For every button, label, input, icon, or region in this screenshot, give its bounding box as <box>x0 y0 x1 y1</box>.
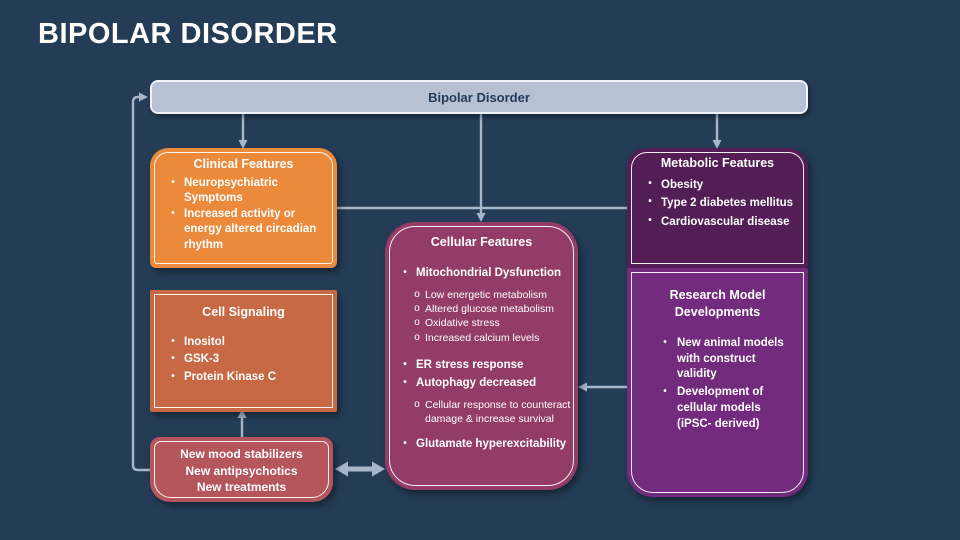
bullet-marker <box>162 207 184 220</box>
sub-bullet-text: Cellular response to counteract damage &… <box>425 398 571 426</box>
metabolic-features-box: Metabolic Features Obesity Type 2 diabet… <box>627 148 808 268</box>
connector-treatments-to-root <box>131 92 150 472</box>
bullet-text: Increased activity or energy altered cir… <box>184 207 317 251</box>
sub-bullet-text: Altered glucose metabolism <box>425 303 554 316</box>
bullet-marker <box>653 385 677 399</box>
connector-root-to-cellular <box>476 114 486 222</box>
connector-research-to-cellular <box>578 382 627 392</box>
connector-root-to-clinical <box>238 114 248 149</box>
clinical-features-box: Clinical Features Neuropsychiatric Sympt… <box>150 148 337 268</box>
sub-bullet-list: Low energetic metabolism Altered glucose… <box>409 288 572 345</box>
sub-bullet-marker <box>409 302 425 316</box>
bullet-marker <box>394 358 416 371</box>
sub-bullet-item: Increased calcium levels <box>409 331 572 345</box>
sub-bullet-text: Increased calcium levels <box>425 331 540 344</box>
cellular-features-box: Cellular Features Mitochondrial Dysfunct… <box>385 222 578 490</box>
bullet-text: Neuropsychiatric Symptoms <box>184 177 278 205</box>
bullet-marker <box>639 176 661 192</box>
connector-treatments-cellular-bidirectional <box>335 461 385 477</box>
bullet-item: ER stress response <box>385 358 578 373</box>
slide-title: BIPOLAR DISORDER <box>38 18 338 50</box>
bullet-text: Protein Kinase C <box>184 370 277 383</box>
sub-bullet-text: Oxidative stress <box>425 317 500 330</box>
bullet-item: GSK-3 <box>162 351 329 368</box>
root-node-bipolar-disorder: Bipolar Disorder <box>150 80 808 114</box>
bullet-item: Mitochondrial Dysfunction <box>385 266 578 281</box>
bullet-marker <box>394 437 416 450</box>
bullet-text: Obesity <box>661 179 704 191</box>
metabolic-features-title: Metabolic Features <box>660 156 775 170</box>
bullet-text: Autophagy decreased <box>416 376 537 389</box>
sub-bullet-item: Altered glucose metabolism <box>409 302 572 316</box>
bullet-text: Inositol <box>184 336 225 348</box>
clinical-features-title: Clinical Features <box>193 157 294 171</box>
sub-bullet-marker <box>409 331 425 345</box>
connector-treatments-to-cellsignaling <box>237 409 247 437</box>
bullet-marker <box>653 336 677 350</box>
connector-root-to-metabolic <box>712 114 722 149</box>
bullet-text: ER stress response <box>416 359 524 371</box>
bullet-item: Cardiovascular disease <box>639 213 802 231</box>
cell-signaling-title: Cell Signaling <box>202 305 285 319</box>
bullet-marker <box>639 213 661 229</box>
bullet-marker <box>162 334 184 349</box>
treatment-line: New antipsychotics <box>185 463 298 478</box>
bullet-text: Type 2 diabetes mellitus <box>661 197 794 210</box>
bullet-text: Cardiovascular disease <box>661 215 790 228</box>
cell-signaling-list: Inositol GSK-3 Protein Kinase C <box>162 334 329 386</box>
sub-bullet-item: Cellular response to counteract damage &… <box>409 398 572 427</box>
sub-bullet-marker <box>409 316 425 330</box>
sub-bullet-list: Cellular response to counteract damage &… <box>409 398 572 427</box>
bullet-item: Neuropsychiatric Symptoms <box>162 176 329 207</box>
bullet-item: Autophagy decreased <box>385 376 578 391</box>
bullet-text: Mitochondrial Dysfunction <box>416 267 562 279</box>
new-treatments-box: New mood stabilizers New antipsychotics … <box>150 437 333 502</box>
treatment-line: New mood stabilizers <box>180 447 303 461</box>
clinical-features-list: Neuropsychiatric Symptoms Increased acti… <box>162 176 329 253</box>
bullet-item: Obesity <box>639 176 802 194</box>
bullet-item: Inositol <box>162 334 329 351</box>
bullet-item: Type 2 diabetes mellitus <box>639 194 802 212</box>
bullet-text: New animal models with construct validit… <box>677 336 784 381</box>
bullet-text: GSK-3 <box>184 353 220 366</box>
research-model-list: New animal models with construct validit… <box>653 336 796 433</box>
sub-bullet-item: Oxidative stress <box>409 316 572 330</box>
bullet-marker <box>394 266 416 279</box>
bullet-marker <box>162 176 184 189</box>
treatment-line: New treatments <box>196 480 287 494</box>
sub-bullet-item: Low energetic metabolism <box>409 288 572 302</box>
bullet-marker <box>162 369 184 384</box>
sub-bullet-marker <box>409 398 425 412</box>
bullet-marker <box>162 351 184 366</box>
bullet-item: Development of cellular models (iPSC- de… <box>653 385 796 433</box>
sub-bullet-text: Low energetic metabolism <box>425 288 547 301</box>
bullet-item: Glutamate hyperexcitability <box>385 437 578 452</box>
cell-signaling-box: Cell Signaling Inositol GSK-3 Protein Ki… <box>150 290 337 412</box>
bullet-item: Increased activity or energy altered cir… <box>162 207 329 253</box>
bullet-item: Protein Kinase C <box>162 369 329 386</box>
root-node-label: Bipolar Disorder <box>428 89 530 105</box>
cellular-features-title: Cellular Features <box>430 235 533 249</box>
bullet-text: Glutamate hyperexcitability <box>416 438 567 451</box>
bullet-item: New animal models with construct validit… <box>653 336 796 384</box>
research-model-developments-title: Research Model Developments <box>669 288 766 319</box>
research-model-developments-box: Research Model Developments New animal m… <box>627 268 808 497</box>
new-treatments-lines: New mood stabilizers New antipsychotics … <box>150 446 333 496</box>
metabolic-features-list: Obesity Type 2 diabetes mellitus Cardiov… <box>639 176 802 231</box>
bullet-marker <box>639 194 661 210</box>
bullet-text: Development of cellular models (iPSC- de… <box>677 386 764 431</box>
bullet-marker <box>394 376 416 389</box>
sub-bullet-marker <box>409 288 425 302</box>
